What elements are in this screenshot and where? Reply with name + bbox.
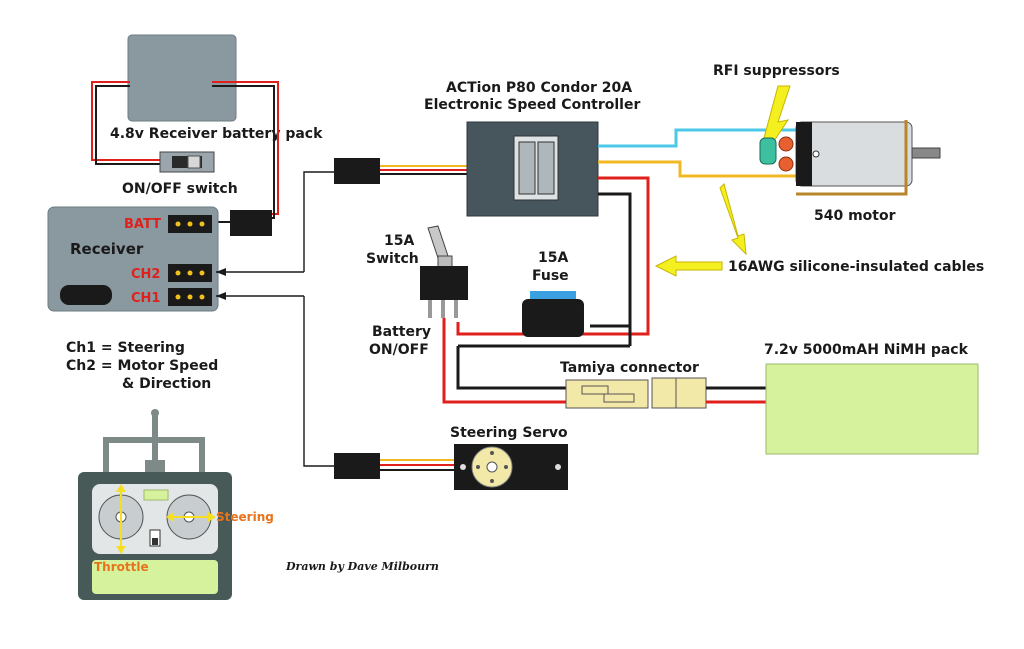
tamiya-female	[651, 377, 707, 409]
esc-to-tamiya-black	[456, 346, 566, 390]
credit-signature: Drawn by Dave Milbourn	[285, 560, 439, 573]
ch1-arrowhead	[216, 292, 226, 300]
ch2-description-line2: & Direction	[122, 376, 211, 392]
rfi-capacitor	[759, 137, 777, 165]
receiver-battery-pack	[127, 34, 237, 122]
ch2-arrowhead	[216, 268, 226, 276]
throttle-label: Throttle	[94, 560, 149, 574]
onoff-switch-knob	[187, 155, 201, 169]
cables-label: 16AWG silicone-insulated cables	[728, 259, 984, 275]
nimh-label: 7.2v 5000mAH NiMH pack	[764, 342, 969, 358]
tamiya-label: Tamiya connector	[560, 360, 699, 376]
ch2-port-label: CH2	[131, 267, 160, 282]
fuse-label-2: Fuse	[532, 268, 569, 284]
switch-label-2: Switch	[366, 251, 419, 267]
esc-red-lead	[456, 176, 650, 336]
ch1-port-label: CH1	[131, 291, 160, 306]
motor-mount	[796, 120, 908, 196]
cable-arrow-up	[719, 183, 747, 256]
battery-switch	[420, 266, 468, 300]
ch2-to-esc-line	[303, 171, 334, 272]
tx-battery-panel	[92, 560, 218, 594]
receiver-label: Receiver	[70, 240, 144, 258]
battery-onoff-label-2: ON/OFF	[369, 342, 429, 358]
receiver-crystal	[60, 285, 112, 305]
esc-plug	[334, 158, 380, 184]
servo-plug	[334, 453, 380, 479]
battery-onoff-label-1: Battery	[372, 324, 431, 340]
battery-black-lead	[95, 85, 160, 165]
servo-label: Steering Servo	[450, 425, 568, 441]
battery-red-lead	[91, 81, 160, 161]
esc-title-line2: Electronic Speed Controller	[424, 97, 640, 113]
ch2-description: Ch2 = Motor Speed	[66, 358, 218, 374]
steering-label: Steering	[216, 510, 274, 524]
motor-label: 540 motor	[814, 208, 896, 224]
motor-shaft	[911, 147, 941, 159]
switch-label-1: 15A	[384, 233, 414, 249]
fuse-label-1: 15A	[538, 250, 568, 266]
esc-black-lead	[590, 192, 632, 328]
batt-port-label: BATT	[124, 217, 161, 232]
nimh-pack	[765, 363, 979, 455]
motor-endbell	[796, 122, 812, 186]
fuse-top	[530, 291, 576, 301]
onoff-switch-label: ON/OFF switch	[122, 181, 238, 197]
rfi-label: RFI suppressors	[713, 63, 840, 79]
esc-title-line1: ACTion P80 Condor 20A	[446, 80, 632, 96]
tx-handle	[103, 437, 205, 480]
ch1-description: Ch1 = Steering	[66, 340, 185, 356]
ch1-to-servo-line	[303, 296, 334, 467]
switch-to-tamiya-red	[442, 318, 566, 404]
motor-blue-wire	[598, 128, 800, 148]
batt-plug	[230, 210, 272, 236]
motor-yellow-wire	[598, 160, 800, 178]
cable-arrow-left	[654, 255, 723, 277]
battery-pack-label: 4.8v Receiver battery pack	[110, 126, 323, 142]
fuse	[522, 299, 584, 337]
switch-black-lead	[212, 85, 275, 219]
